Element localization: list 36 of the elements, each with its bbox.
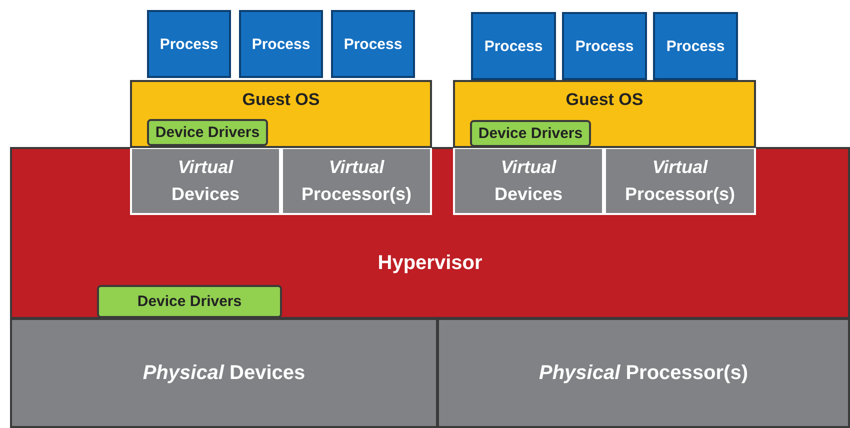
process-box: [331, 10, 415, 78]
layer-label: Device Drivers: [155, 124, 260, 141]
guest-os-box: [130, 80, 432, 148]
layer-label: Process: [575, 38, 634, 54]
virtual-component-box: [453, 147, 604, 215]
process-box: [239, 10, 323, 78]
layer-label: Process: [666, 38, 725, 54]
virtual-component-box: [130, 147, 281, 215]
layer-label: Process: [252, 36, 310, 52]
layer-label: Hypervisor: [378, 252, 482, 274]
process-box: [147, 10, 231, 78]
layer-label: Physical Devices: [142, 362, 306, 384]
layer-label: Virtual Processor(s): [624, 156, 736, 206]
hypervisor-layer: [10, 147, 850, 319]
layer-label: Guest OS: [566, 90, 644, 110]
virtual-component-box: [281, 147, 432, 215]
layer-label: Virtual Devices: [170, 156, 241, 206]
layer-label: Physical Processor(s): [538, 362, 748, 384]
layer-label: Virtual Devices: [493, 156, 564, 206]
layer-label: Process: [484, 38, 543, 54]
layer-label: Process: [344, 36, 402, 52]
layer-label: Guest OS: [242, 90, 320, 110]
guest-os-box: [453, 80, 756, 148]
layer-label: Process: [160, 36, 218, 52]
layer-label: Virtual Processor(s): [301, 156, 412, 206]
virtual-component-box: [604, 147, 756, 215]
layer-label: Device Drivers: [478, 125, 583, 142]
device-drivers-box: [147, 119, 268, 146]
process-box: [471, 12, 556, 80]
physical-component-box: [437, 318, 850, 428]
layer-label: Device Drivers: [137, 293, 242, 310]
device-drivers-box: [470, 120, 591, 147]
device-drivers-box: [97, 285, 282, 318]
process-box: [562, 12, 647, 80]
process-box: [653, 12, 738, 80]
physical-component-box: [10, 318, 438, 428]
